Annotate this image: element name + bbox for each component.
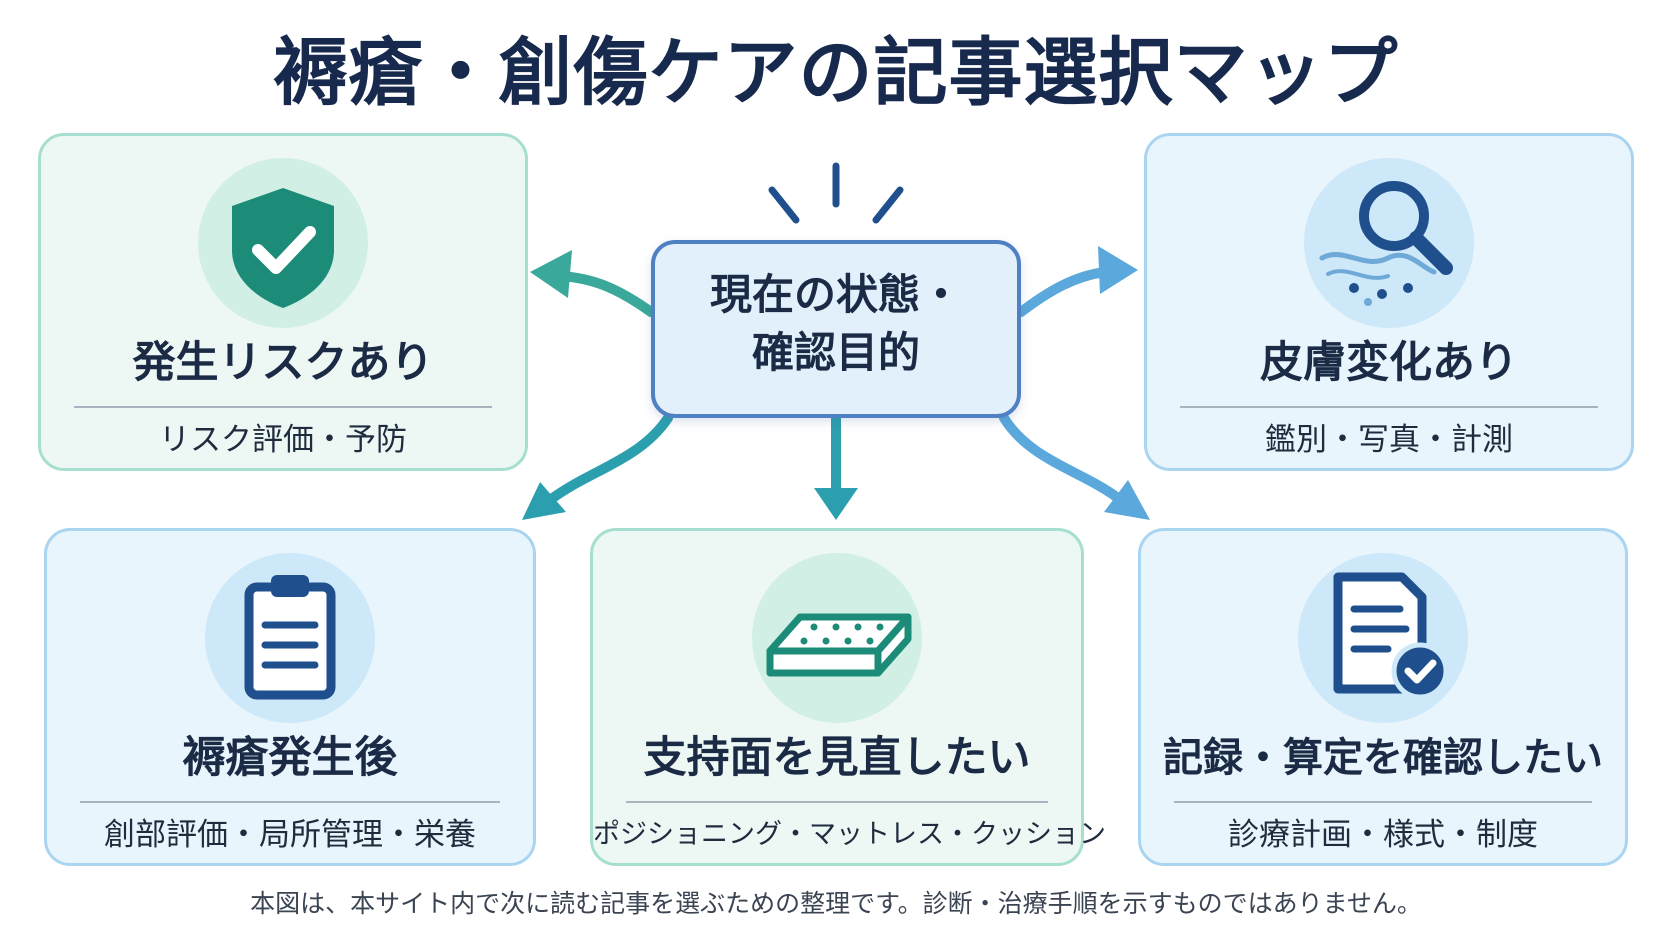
card-divider	[1180, 406, 1598, 408]
card-divider	[80, 801, 500, 803]
card-records-title: 記録・算定を確認したい	[1163, 735, 1603, 781]
card-skin-change-title: 皮膚変化あり	[1260, 338, 1518, 388]
card-records-subtitle: 診療計画・様式・制度	[1228, 817, 1538, 853]
card-support-surface: 支持面を見直したい ポジショニング・マットレス・クッション	[590, 528, 1106, 866]
magnifier-skin-icon	[1304, 158, 1474, 328]
card-risk-title: 発生リスクあり	[132, 338, 434, 388]
spark-icon	[768, 162, 904, 224]
arrow-to-records	[999, 413, 1150, 520]
center-node-label: 現在の状態・ 確認目的	[655, 266, 1017, 382]
card-divider	[74, 406, 492, 408]
center-node-line2: 確認目的	[751, 328, 920, 377]
footnote: 本図は、本サイト内で次に読む記事を選ぶための整理です。診断・治療手順を示すもので…	[250, 889, 1422, 918]
card-after-onset-title: 褥瘡発生後	[182, 733, 398, 783]
card-risk: 発生リスクあり リスク評価・予防	[38, 133, 528, 471]
card-divider	[626, 801, 1048, 803]
document-check-icon	[1298, 553, 1468, 723]
arrow-to-skin	[1016, 246, 1138, 317]
card-after-onset: 褥瘡発生後 創部評価・局所管理・栄養	[44, 528, 536, 866]
page-title: 褥瘡・創傷ケアの記事選択マップ	[273, 30, 1399, 116]
card-after-onset-subtitle: 創部評価・局所管理・栄養	[104, 817, 476, 853]
center-node-line1: 現在の状態・	[709, 270, 962, 319]
arrow-to-risk	[530, 250, 656, 317]
arrow-to-after-onset	[522, 413, 673, 520]
center-node: 現在の状態・ 確認目的	[651, 240, 1021, 418]
card-records: 記録・算定を確認したい 診療計画・様式・制度	[1138, 528, 1628, 866]
card-divider	[1174, 801, 1592, 803]
card-support-surface-title: 支持面を見直したい	[643, 733, 1031, 783]
clipboard-icon	[205, 553, 375, 723]
card-skin-change-subtitle: 鑑別・写真・計測	[1265, 422, 1513, 458]
arrow-to-support-surface	[814, 413, 858, 520]
card-support-surface-subtitle: ポジショニング・マットレス・クッション	[593, 819, 1106, 850]
card-risk-subtitle: リスク評価・予防	[159, 422, 407, 458]
mattress-icon	[752, 553, 922, 723]
shield-check-icon	[198, 158, 368, 328]
card-skin-change: 皮膚変化あり 鑑別・写真・計測	[1144, 133, 1634, 471]
